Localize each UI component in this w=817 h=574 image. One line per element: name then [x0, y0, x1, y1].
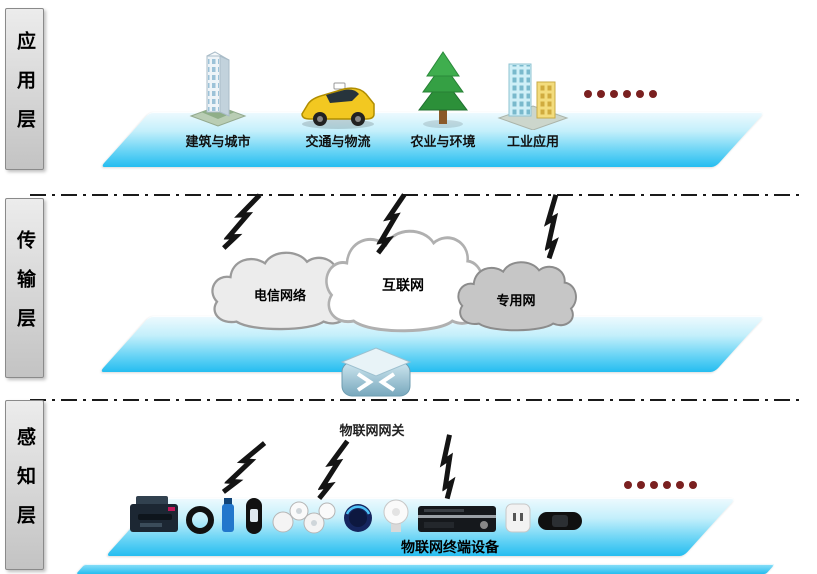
cloud-icon	[457, 261, 577, 332]
lightning-bolt-icon	[220, 187, 266, 261]
cloud-icon	[325, 229, 484, 333]
app-item-label: 交通与物流	[305, 134, 371, 149]
bottom-edge-platform	[75, 564, 775, 574]
factory-icon	[497, 50, 569, 130]
lightning-bolt-icon	[426, 431, 476, 506]
smart-button-icon	[344, 504, 372, 532]
lightning-bolt-icon	[219, 433, 271, 508]
tree-icon	[415, 50, 471, 130]
usb-dongle-icon	[222, 498, 234, 532]
app-item-buildings: 建筑与城市	[158, 50, 278, 150]
gateway-label: 物联网网关	[339, 423, 405, 438]
app-item-agriculture: 农业与环境	[383, 50, 503, 150]
lightning-bolt-icon	[316, 437, 353, 509]
perception-platform-label: 物联网终端设备	[401, 541, 499, 556]
smart-plug-icon	[505, 503, 531, 533]
layer-label-application: 应用层	[5, 8, 44, 170]
taxi-icon	[296, 50, 380, 130]
app-item-label: 建筑与城市	[185, 134, 251, 149]
app-item-label: 农业与环境	[410, 134, 476, 149]
smart-speaker-icon	[383, 499, 409, 532]
cloud-internet: 互联网	[318, 225, 488, 345]
gateway-icon	[330, 344, 422, 416]
cloud-telecom-network: 电信网络	[205, 248, 355, 340]
iot-devices-row	[130, 484, 610, 534]
app-item-industry: 工业应用	[473, 50, 593, 150]
lightning-bolt-icon	[375, 191, 411, 262]
wristband-icon	[538, 512, 582, 530]
layer-label-transmission: 传输层	[5, 198, 44, 378]
layer-divider-top	[30, 184, 802, 196]
building-icon	[187, 50, 249, 130]
cloud-label: 专用网	[496, 292, 536, 308]
layer-divider-bottom	[30, 389, 802, 401]
lightning-bolt-icon	[532, 191, 578, 265]
app-item-transport: 交通与物流	[278, 50, 398, 150]
app-item-label: 工业应用	[506, 134, 559, 149]
ellipsis-dots-application	[584, 90, 657, 98]
ellipsis-dots-perception	[624, 481, 697, 489]
cloud-label: 互联网	[382, 279, 424, 294]
layer-label-perception: 感知层	[5, 400, 44, 570]
fitness-band-icon	[246, 498, 262, 534]
smart-ring-icon	[186, 506, 214, 534]
sensor-kit-icon	[272, 501, 336, 534]
cloud-icon	[211, 251, 352, 331]
cloud-label: 电信网络	[253, 287, 306, 303]
cloud-private-network: 专用网	[452, 258, 580, 340]
printer-icon	[130, 496, 178, 532]
av-receiver-icon	[418, 506, 496, 532]
